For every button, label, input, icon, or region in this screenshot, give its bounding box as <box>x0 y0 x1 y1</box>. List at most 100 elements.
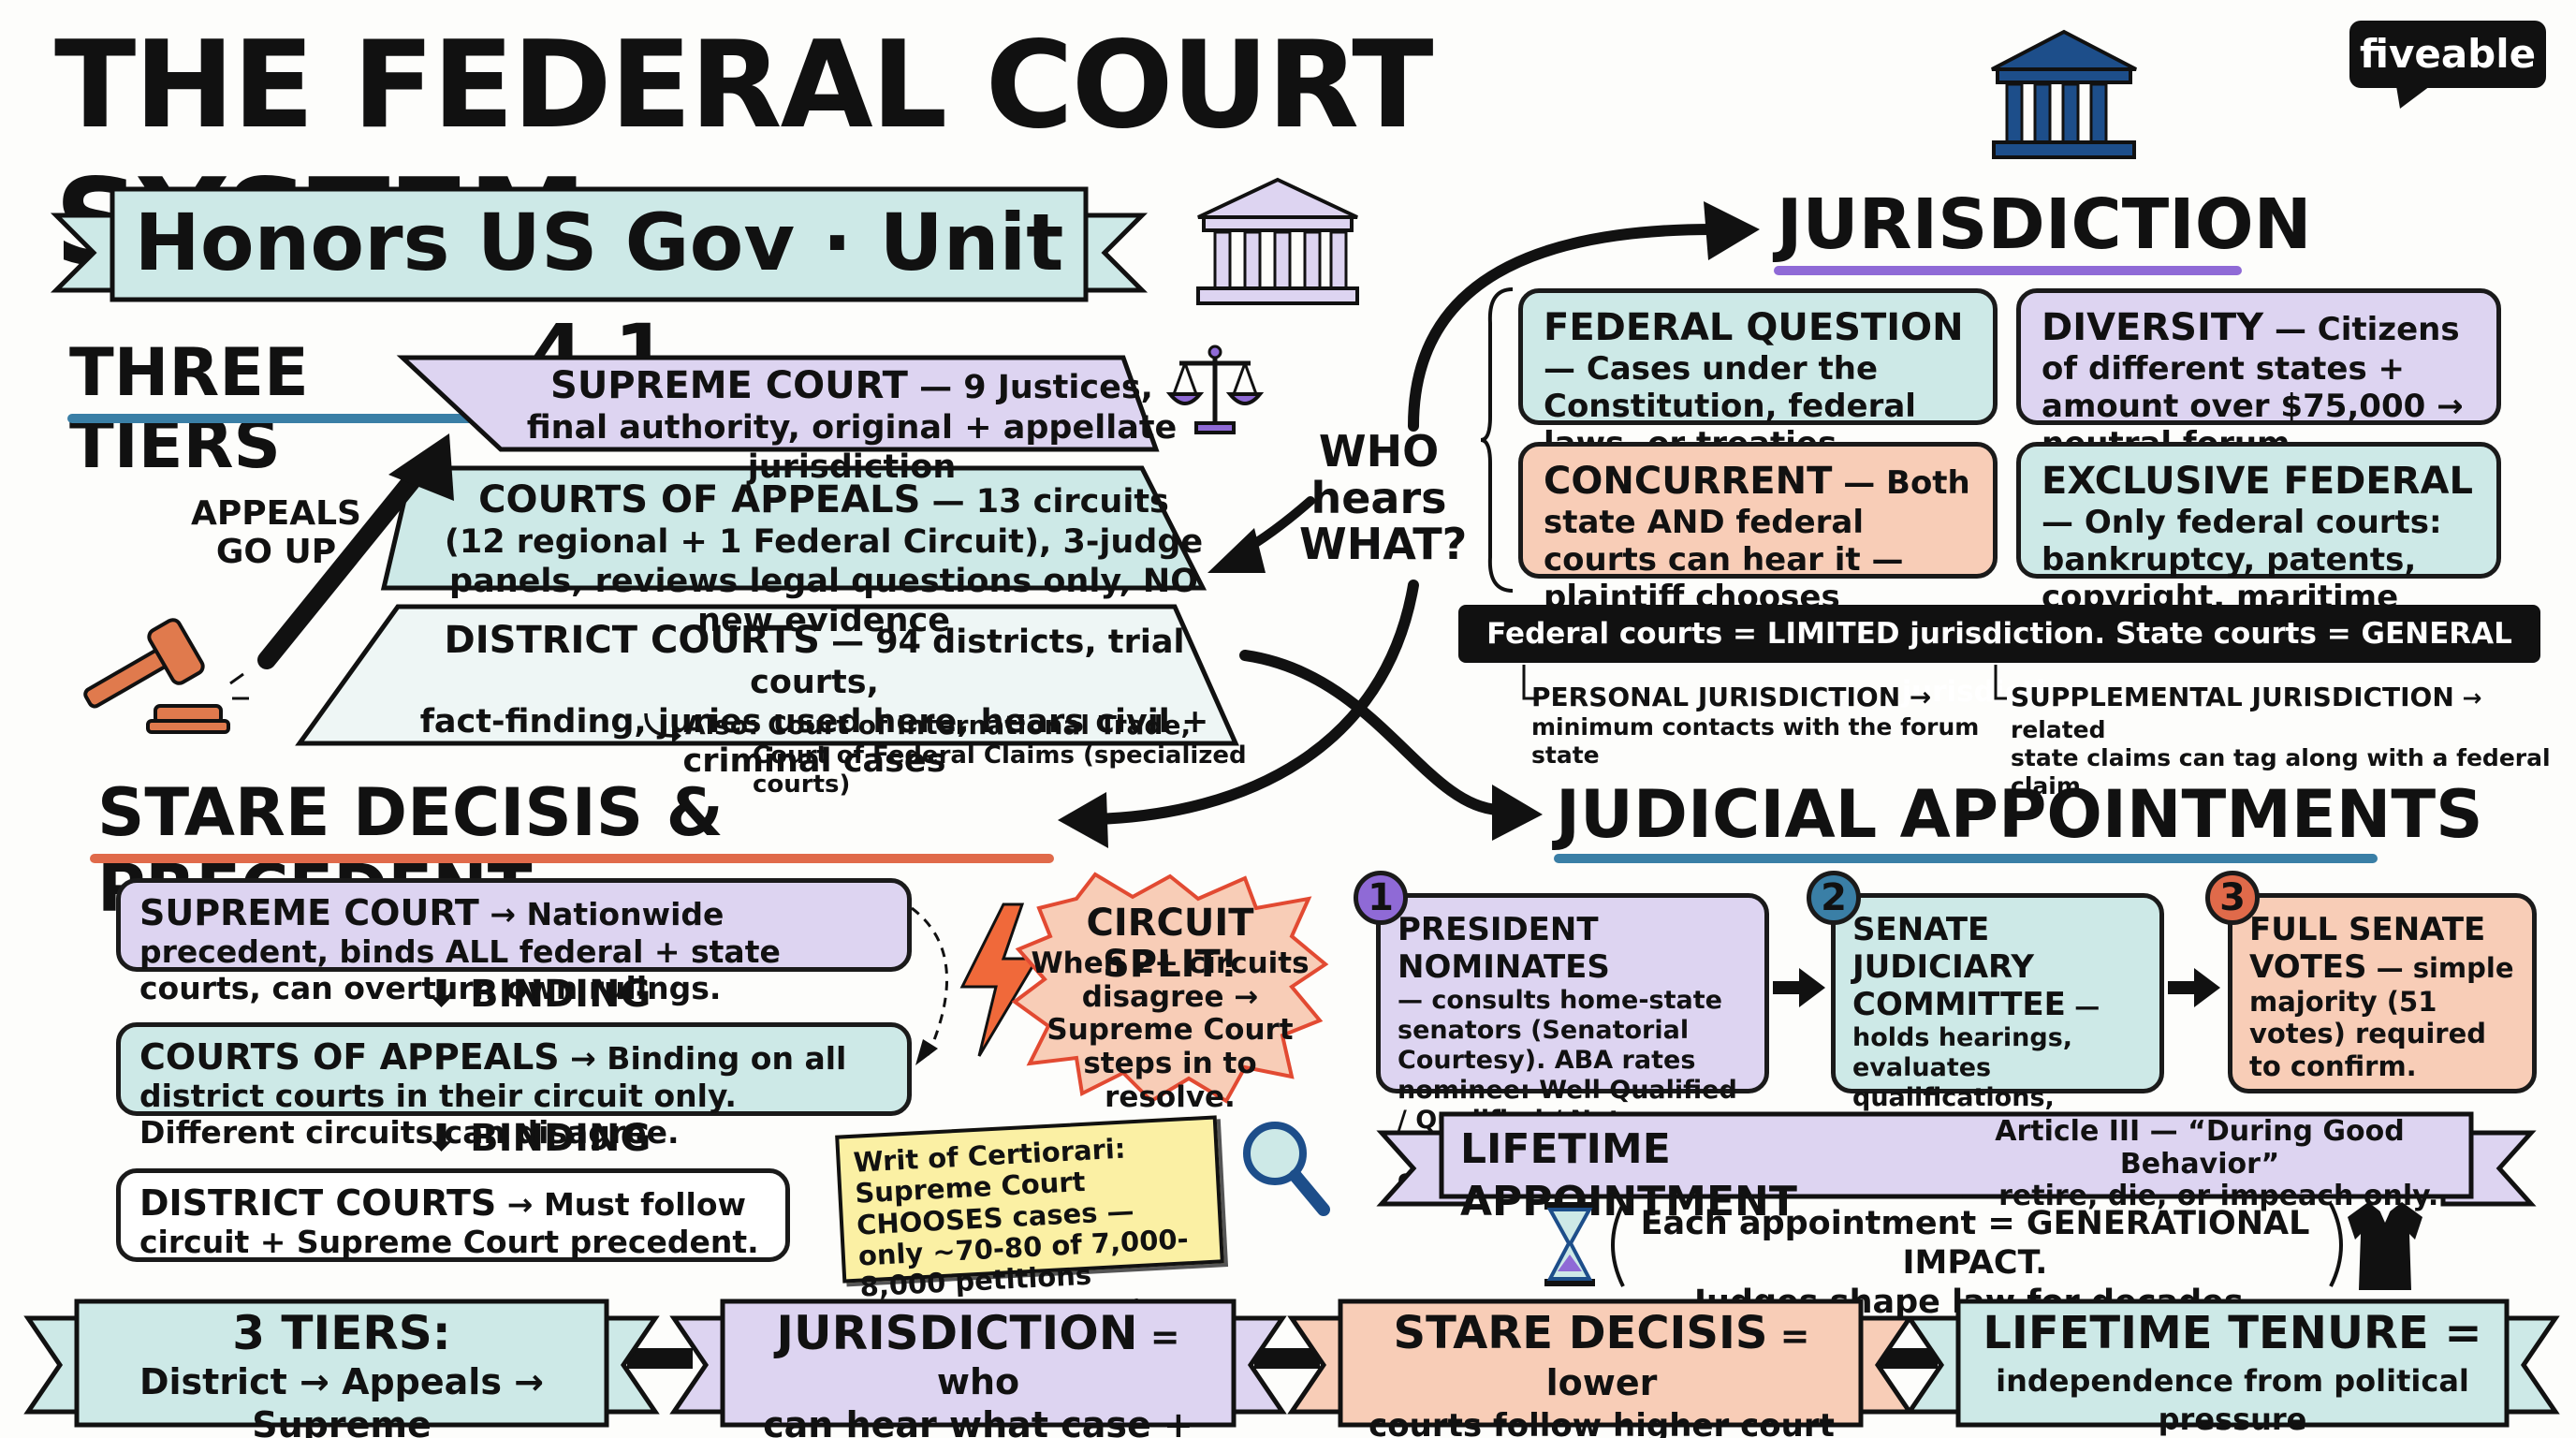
tier-district-desc1: — 94 districts, trial courts, <box>750 624 1185 701</box>
stare-appeals-desc: → Binding on all district courts in thei… <box>139 1040 847 1151</box>
brand-badge: fiveable <box>2349 21 2546 88</box>
step2-card: SENATE JUDICIARY COMMITTEE — holds heari… <box>1831 893 2164 1172</box>
writ-certiorari-note: Writ of Certiorari: Supreme Court CHOOSE… <box>835 1115 1224 1334</box>
courthouse-icon <box>1991 29 2137 159</box>
tier-appeals-desc2: (12 regional + 1 Federal Circuit), 3-jud… <box>444 523 1204 639</box>
federal-question-desc: — Cases under the Constitution, federal … <box>1544 350 1916 462</box>
supplemental-jurisdiction-note: SUPPLEMENTAL JURISDICTION → related stat… <box>2011 682 2554 800</box>
step2-number: 2 <box>1807 871 1861 925</box>
circuit-split-title: CIRCUIT SPLIT! <box>1086 902 1254 986</box>
summary-tiers-desc: District → Appeals → Supreme <box>139 1361 545 1438</box>
binding-arrow-icon: ⬇ <box>425 973 458 1016</box>
judicial-appointments-underline <box>1554 854 2378 863</box>
summary-tenure: LIFETIME TENURE = independence from poli… <box>1966 1305 2499 1438</box>
concurrent-card: CONCURRENT — Both state AND federal cour… <box>1518 442 1998 616</box>
limited-jurisdiction-bar: Federal courts = LIMITED jurisdiction. S… <box>1458 605 2540 709</box>
tier-shapes <box>295 355 1239 746</box>
tier-district: DISTRICT COURTS — 94 districts, trial co… <box>374 618 1254 781</box>
step-arrow-1 <box>1773 968 1825 1007</box>
federal-question-card: FEDERAL QUESTION — Cases under the Const… <box>1518 288 1998 462</box>
lifetime-appointment-name: LIFETIME APPOINTMENT <box>1460 1125 1797 1225</box>
step1-card: PRESIDENT NOMINATES — consults home-stat… <box>1376 893 1769 1194</box>
diversity-card: DIVERSITY — Citizens of different states… <box>2016 288 2501 462</box>
stare-appeals-card: COURTS OF APPEALS → Binding on all distr… <box>116 1022 912 1151</box>
summary-stare-decisis: STARE DECISIS = lower courts follow high… <box>1344 1305 1859 1438</box>
dashed-overturn-arrow <box>911 906 949 1065</box>
summary-jurisdiction-desc: can hear what case + why. <box>763 1403 1193 1438</box>
hourglass-icon <box>1544 1202 1595 1286</box>
magnifier-icon <box>1243 1122 1330 1216</box>
jurisdiction-header: JURISDICTION <box>1777 184 2312 265</box>
chat-bubble-icon <box>2396 86 2430 109</box>
summary-tenure-desc: independence from political pressure <box>1996 1363 2469 1438</box>
personal-jurisdiction-desc: minimum contacts with the forum state <box>1531 712 1980 769</box>
brand-name: fiveable <box>2359 31 2537 77</box>
circuit-split-desc: When 2+ circuits disagree → Supreme Cour… <box>1031 946 1310 1114</box>
summary-stare-tail: = lower <box>1545 1315 1810 1403</box>
binding-text-2: BINDING <box>470 1117 651 1160</box>
lifetime-desc-line2: — retire, die, or impeach only. <box>1960 1180 2439 1212</box>
gavel-icon <box>83 618 249 734</box>
stare-supreme-desc: → Nationwide precedent, binds ALL federa… <box>139 896 781 1006</box>
summary-jurisdiction-tail: = who <box>936 1316 1180 1402</box>
supplemental-jurisdiction-name: SUPPLEMENTAL JURISDICTION <box>2011 682 2454 712</box>
also-note-line1: Also: Court of International Trade, <box>685 710 1192 741</box>
personal-jurisdiction-name: PERSONAL JURISDICTION → <box>1531 682 1932 712</box>
summary-tiers: 3 TIERS: District → Appeals → Supreme <box>84 1305 599 1438</box>
step2-name: SENATE JUDICIARY COMMITTEE <box>1852 911 2066 1024</box>
stare-decisis-underline <box>90 854 1054 863</box>
summary-stare-desc: courts follow higher court rulings. <box>1368 1406 1835 1438</box>
step1-number: 1 <box>1354 871 1408 925</box>
scales-icon <box>1165 345 1265 434</box>
banner-ribbon <box>50 186 1149 302</box>
diversity-name: DIVERSITY <box>2042 306 2264 349</box>
stare-supreme-name: SUPREME COURT <box>139 892 479 933</box>
summary-jurisdiction-name: JURISDICTION <box>776 1306 1138 1360</box>
courthouse-icon <box>1196 177 1359 305</box>
step3-name: FULL SENATE VOTES <box>2249 911 2486 987</box>
impact-parens <box>1611 1203 2343 1287</box>
summary-ribbons <box>23 1299 2560 1428</box>
step3-desc: — simple majority (51 votes) required to… <box>2249 952 2514 1082</box>
step-arrow-2 <box>2168 968 2220 1007</box>
concurrent-name: CONCURRENT <box>1544 460 1833 503</box>
tier-district-desc2: fact-finding, juries used here, hears ci… <box>419 703 1209 780</box>
summary-jurisdiction: JURISDICTION = who can hear what case + … <box>730 1305 1226 1438</box>
judicial-appointments-header: JUDICIAL APPOINTMENTS <box>1556 776 2483 853</box>
tier-district-name: DISTRICT COURTS <box>444 619 820 662</box>
appeals-up-arrow <box>257 433 454 669</box>
three-tiers-underline <box>67 414 498 423</box>
tier-supreme-desc: — 9 Justices, final authority, original … <box>526 369 1178 486</box>
step3-number: 3 <box>2205 871 2260 925</box>
stare-district-desc: → Must follow circuit + Supreme Court pr… <box>139 1186 759 1260</box>
circuit-split-burst <box>1011 872 1329 1104</box>
stare-supreme-card: SUPREME COURT → Nationwide precedent, bi… <box>116 878 912 1006</box>
exclusive-federal-desc: — Only federal courts: bankruptcy, paten… <box>2042 504 2442 617</box>
exclusive-federal-card: EXCLUSIVE FEDERAL — Only federal courts:… <box>2016 442 2501 616</box>
concurrent-desc: — Both state AND federal courts can hear… <box>1544 464 1970 617</box>
lifetime-desc-line1: Article III — “During Good Behavior” <box>1995 1115 2405 1181</box>
summary-stare-name: STARE DECISIS <box>1393 1307 1768 1359</box>
who-hears-what: WHO hears WHAT? <box>1299 426 1468 570</box>
binding-text-1: BINDING <box>470 973 651 1016</box>
step3-card: FULL SENATE VOTES — simple majority (51 … <box>2228 893 2537 1093</box>
stare-district-name: DISTRICT COURTS <box>139 1182 497 1224</box>
tier-supreme-name: SUPREME COURT <box>550 364 908 407</box>
robe-icon <box>2348 1202 2422 1290</box>
impact-line1: Each appointment = GENERATIONAL IMPACT. <box>1640 1205 2310 1282</box>
binding-arrow-icon: ⬇ <box>425 1117 458 1160</box>
summary-tenure-name: LIFETIME TENURE = <box>1983 1307 2482 1359</box>
sub-bracket-lines <box>1522 665 2007 700</box>
binding-label-2: ⬇ BINDING ⬇ <box>412 1114 665 1211</box>
lifetime-ribbon <box>1376 1111 2537 1207</box>
supplemental-jurisdiction-desc2: state claims can tag along with a federa… <box>2011 744 2551 800</box>
tier-supreme: SUPREME COURT — 9 Justices, final author… <box>524 363 1179 487</box>
also-arrow-icon <box>644 712 681 743</box>
tier-appeals: COURTS OF APPEALS — 13 circuits (12 regi… <box>431 477 1217 640</box>
also-note: Also: Court of International Trade, Cour… <box>685 710 1340 800</box>
supplemental-jurisdiction-desc1: → related <box>2011 684 2482 743</box>
jurisdiction-underline <box>1774 266 2242 275</box>
tier-appeals-name: COURTS OF APPEALS <box>478 478 921 521</box>
